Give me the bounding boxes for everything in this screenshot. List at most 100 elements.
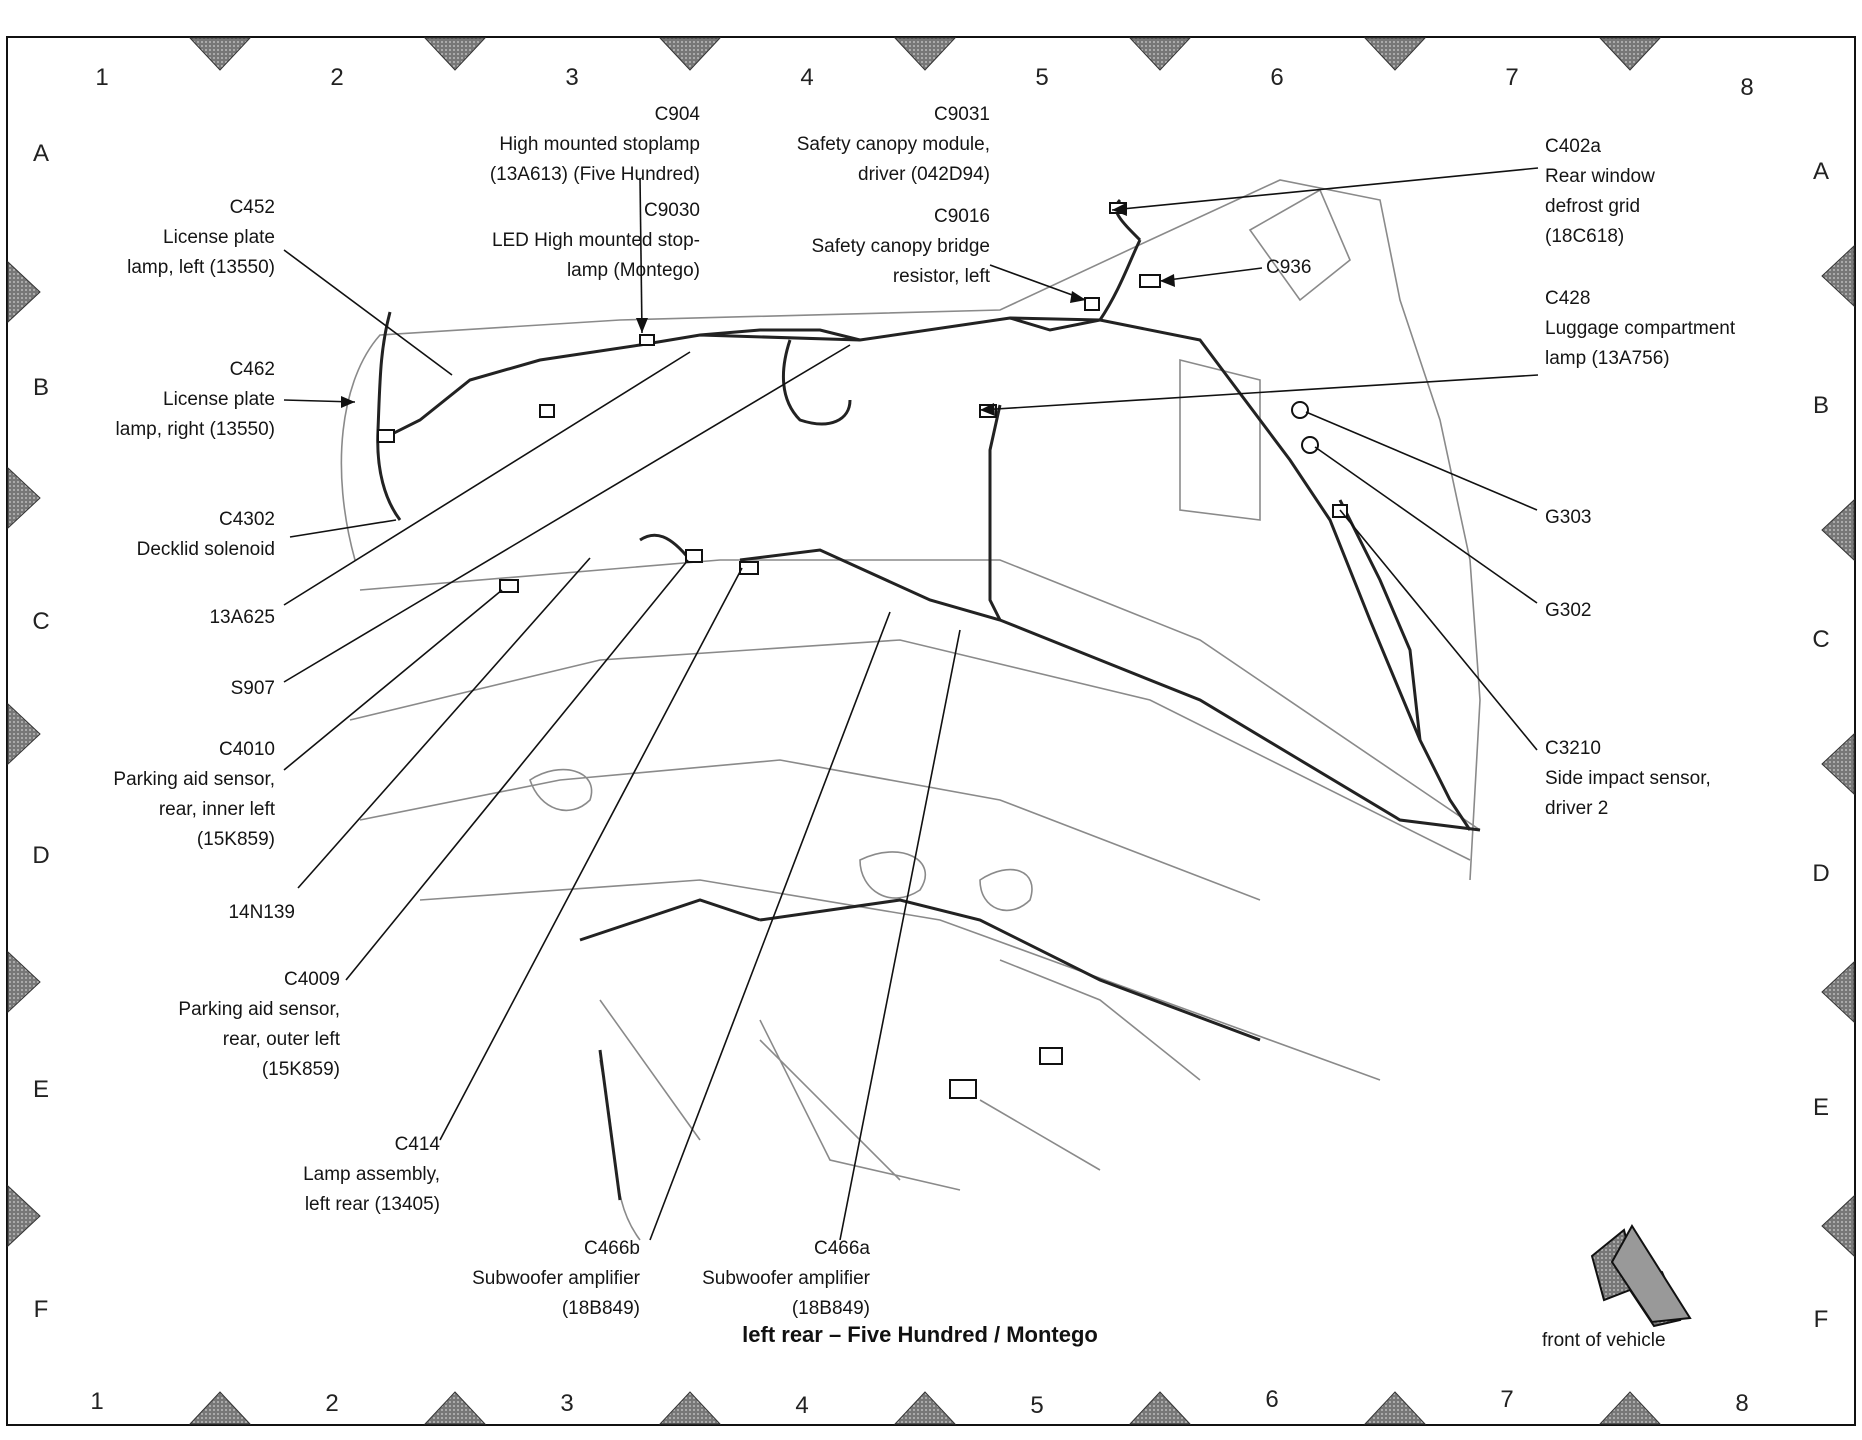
label-c4302: C4302 Decklid solenoid	[40, 505, 275, 565]
label-c4009-id: C4009	[284, 969, 340, 990]
label-c9030-id: C9030	[644, 200, 700, 221]
label-c466b-line1: Subwoofer amplifier	[472, 1268, 640, 1289]
label-c904-id: C904	[654, 104, 700, 125]
bottom-grid-markers	[188, 1391, 1662, 1425]
label-c4010-id: C4010	[219, 739, 275, 760]
grid-row-left-F: F	[33, 1296, 49, 1323]
label-g303: G303	[1545, 503, 1665, 533]
grid-row-right-C: C	[1812, 626, 1830, 653]
label-c466b-id: C466b	[584, 1238, 640, 1259]
grid-col-bottom-8: 8	[1735, 1390, 1749, 1417]
front-of-vehicle-label: front of vehicle	[1542, 1330, 1666, 1351]
label-14n139-id: 14N139	[228, 902, 295, 923]
label-c402a: C402a Rear window defrost grid (18C618)	[1545, 132, 1745, 252]
label-c428-id: C428	[1545, 288, 1591, 309]
grid-row-left-B: B	[32, 374, 49, 401]
label-c452-line1: License plate	[163, 227, 275, 248]
label-c9031-line2: driver (042D94)	[858, 164, 990, 185]
label-c402a-line3: (18C618)	[1545, 226, 1625, 247]
label-c462-id: C462	[229, 359, 275, 380]
label-c414-line1: Lamp assembly,	[303, 1164, 440, 1185]
grid-col-top-8: 8	[1740, 74, 1754, 101]
label-s907-id: S907	[230, 678, 275, 699]
front-of-vehicle-arrow-icon	[1590, 1224, 1692, 1328]
grid-col-bottom-2: 2	[325, 1390, 339, 1417]
label-s907: S907	[40, 674, 275, 704]
label-c402a-id: C402a	[1545, 136, 1601, 157]
label-c462-line2: lamp, right (13550)	[115, 419, 275, 440]
grid-row-left-D: D	[32, 842, 50, 869]
label-c936-id: C936	[1266, 257, 1312, 278]
label-c3210-line1: Side impact sensor,	[1545, 768, 1711, 789]
label-c452-id: C452	[229, 197, 275, 218]
grid-col-top-2: 2	[330, 64, 344, 91]
grid-col-top-1: 1	[95, 64, 109, 91]
label-c9016-line1: Safety canopy bridge	[811, 236, 990, 257]
label-c4010-line1: Parking aid sensor,	[113, 769, 275, 790]
label-c452: C452 License plate lamp, left (13550)	[40, 193, 275, 283]
grid-col-bottom-7: 7	[1500, 1386, 1514, 1413]
label-c9016: C9016 Safety canopy bridge resistor, lef…	[700, 202, 990, 292]
label-c414-id: C414	[394, 1134, 440, 1155]
label-c428-line2: lamp (13A756)	[1545, 348, 1670, 369]
label-c9031-id: C9031	[934, 104, 990, 125]
grid-col-top-7: 7	[1505, 64, 1519, 91]
leader-arrowheads	[341, 203, 1175, 416]
label-g302: G302	[1545, 596, 1665, 626]
label-c4009-line1: Parking aid sensor,	[178, 999, 340, 1020]
grid-row-right-A: A	[1812, 158, 1829, 185]
grid-col-top-6: 6	[1270, 64, 1284, 91]
label-c4010: C4010 Parking aid sensor, rear, inner le…	[20, 735, 275, 855]
label-c9030: C9030 LED High mounted stop- lamp (Monte…	[420, 196, 700, 286]
grid-row-right-F: F	[1813, 1306, 1829, 1333]
label-c466a-line1: Subwoofer amplifier	[702, 1268, 870, 1289]
label-c4010-line3: (15K859)	[196, 829, 275, 850]
label-c452-line2: lamp, left (13550)	[127, 257, 275, 278]
label-c4009-line3: (15K859)	[261, 1059, 340, 1080]
vehicle-body-outline	[340, 179, 1481, 1241]
label-c4302-id: C4302	[219, 509, 275, 530]
grid-row-right-E: E	[1812, 1094, 1829, 1121]
label-c3210-id: C3210	[1545, 738, 1601, 759]
right-grid-markers	[1821, 244, 1855, 1258]
label-c402a-line2: defrost grid	[1545, 196, 1641, 217]
label-c4010-line2: rear, inner left	[158, 799, 275, 820]
label-c9030-line1: LED High mounted stop-	[491, 230, 700, 251]
label-c466a: C466a Subwoofer amplifier (18B849)	[630, 1234, 870, 1324]
label-c9030-line2: lamp (Montego)	[566, 260, 700, 281]
grid-col-bottom-3: 3	[560, 1390, 574, 1417]
diagram-caption: left rear – Five Hundred / Montego	[742, 1322, 1098, 1347]
label-c428-line1: Luggage compartment	[1545, 318, 1736, 339]
grid-row-right-D: D	[1812, 860, 1830, 887]
grid-col-bottom-5: 5	[1030, 1392, 1044, 1419]
wiring-harness	[376, 198, 1481, 1201]
label-c466b-line2: (18B849)	[561, 1298, 640, 1319]
label-c466a-line2: (18B849)	[791, 1298, 870, 1319]
label-c4302-line1: Decklid solenoid	[136, 539, 275, 560]
label-c466b: C466b Subwoofer amplifier (18B849)	[400, 1234, 640, 1324]
label-14n139: 14N139	[40, 898, 295, 928]
label-c466a-id: C466a	[814, 1238, 870, 1259]
grid-col-bottom-6: 6	[1265, 1386, 1279, 1413]
grid-col-top-5: 5	[1035, 64, 1049, 91]
label-c462: C462 License plate lamp, right (13550)	[40, 355, 275, 445]
label-c402a-line1: Rear window	[1545, 166, 1655, 187]
label-c414-line2: left rear (13405)	[304, 1194, 440, 1215]
grid-row-right-B: B	[1812, 392, 1829, 419]
grid-col-bottom-4: 4	[795, 1392, 809, 1419]
label-c9031-line1: Safety canopy module,	[796, 134, 990, 155]
label-c904-line2: (13A613) (Five Hundred)	[489, 164, 700, 185]
label-c428: C428 Luggage compartment lamp (13A756)	[1545, 284, 1795, 374]
grid-row-left-C: C	[32, 608, 50, 635]
label-c9016-id: C9016	[934, 206, 990, 227]
top-grid-markers	[188, 37, 1662, 71]
grid-col-top-4: 4	[800, 64, 814, 91]
label-c414: C414 Lamp assembly, left rear (13405)	[180, 1130, 440, 1220]
leader-lines	[283, 167, 1539, 1241]
label-c936: C936	[1266, 253, 1386, 283]
grid-col-bottom-1: 1	[90, 1388, 104, 1415]
label-c462-line1: License plate	[163, 389, 275, 410]
grid-col-top-3: 3	[565, 64, 579, 91]
label-c9016-line2: resistor, left	[892, 266, 990, 287]
